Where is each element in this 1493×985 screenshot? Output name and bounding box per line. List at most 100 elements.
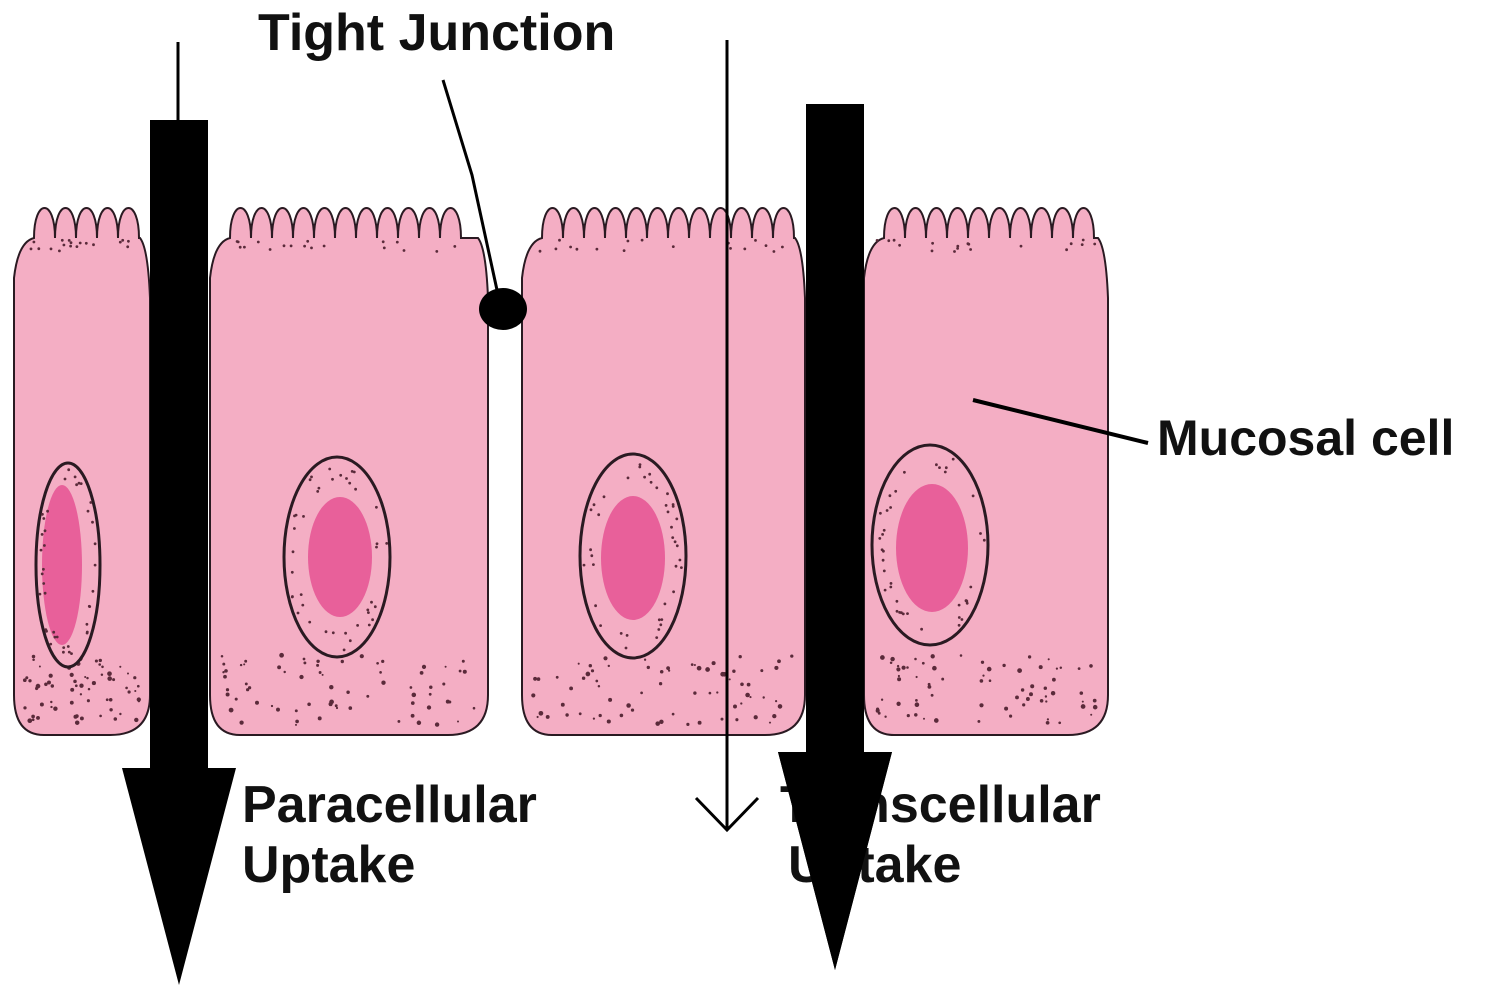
stipple-dot [125, 687, 128, 690]
stipple-dot [881, 533, 884, 536]
stipple-dot [109, 708, 112, 711]
stipple-dot [672, 245, 675, 248]
stipple-dot [958, 624, 961, 627]
stipple-dot [235, 698, 238, 701]
stipple-dot [339, 474, 342, 477]
tight-junction-label: Tight Junction [258, 4, 615, 62]
stipple-dot [586, 672, 591, 677]
stipple-dot [396, 241, 399, 244]
stipple-dot [878, 712, 881, 715]
stipple-dot [666, 492, 669, 495]
stipple-dot [302, 515, 305, 518]
stipple-dot [44, 592, 47, 595]
stipple-dot [307, 703, 311, 707]
stipple-dot [297, 612, 300, 615]
mucosal-cell-label: Mucosal cell [1157, 410, 1454, 466]
stipple-dot [133, 676, 136, 679]
stipple-dot [671, 536, 674, 539]
stipple-dot [86, 623, 89, 626]
stipple-dot [732, 669, 735, 672]
stipple-dot [293, 527, 296, 530]
stipple-dot [735, 718, 738, 721]
stipple-dot [686, 723, 689, 726]
stipple-dot [32, 718, 35, 721]
stipple-dot [119, 241, 122, 244]
stipple-dot [945, 466, 948, 469]
stipple-dot [680, 566, 683, 569]
stipple-dot [75, 720, 79, 724]
stipple-dot [894, 490, 897, 493]
stipple-dot [248, 686, 251, 689]
stipple-dot [1048, 658, 1050, 660]
stipple-dot [720, 672, 725, 677]
stipple-dot [1093, 699, 1097, 703]
stipple-dot [336, 707, 338, 709]
stipple-dot [381, 681, 385, 685]
stipple-dot [85, 242, 88, 245]
stipple-dot [1082, 239, 1085, 242]
stipple-dot [915, 699, 918, 702]
stipple-dot [596, 248, 599, 251]
stipple-dot [28, 679, 31, 682]
stipple-dot [576, 248, 579, 251]
stipple-dot [50, 706, 52, 708]
stipple-dot [533, 677, 537, 681]
stipple-dot [445, 666, 447, 668]
stipple-dot [411, 701, 415, 705]
stipple-dot [915, 702, 920, 707]
stipple-dot [882, 550, 885, 553]
stipple-dot [931, 242, 934, 245]
stipple-dot [607, 719, 611, 723]
stipple-dot [664, 603, 667, 606]
stipple-dot [88, 688, 91, 691]
stipple-dot [638, 466, 641, 469]
stipple-dot [70, 673, 74, 677]
stipple-dot [705, 667, 710, 672]
stipple-dot [23, 678, 27, 682]
stipple-dot [371, 618, 374, 621]
stipple-dot [127, 672, 129, 674]
stipple-dot [119, 713, 121, 715]
stipple-dot [69, 245, 72, 248]
stipple-dot [1002, 664, 1005, 667]
stipple-dot [608, 665, 610, 667]
stipple-dot [743, 248, 746, 251]
stipple-dot [980, 679, 984, 683]
stipple-dot [420, 671, 424, 675]
stipple-dot [134, 718, 138, 722]
stipple-dot [292, 550, 295, 553]
stipple-dot [429, 685, 432, 688]
stipple-dot [626, 703, 631, 708]
stipple-dot [907, 714, 910, 717]
stipple-dot [374, 605, 377, 608]
stipple-dot [1028, 655, 1031, 658]
stipple-dot [1078, 667, 1081, 670]
stipple-dot [923, 718, 925, 720]
stipple-dot [665, 504, 668, 507]
stipple-dot [1058, 721, 1061, 724]
stipple-dot [73, 715, 77, 719]
stipple-dot [608, 698, 612, 702]
stipple-dot [435, 250, 438, 253]
stipple-dot [987, 667, 992, 672]
stipple-dot [341, 660, 344, 663]
stipple-dot [733, 705, 737, 709]
stipple-dot [709, 692, 712, 695]
stipple-dot [62, 646, 65, 649]
stipple-dot [754, 239, 757, 242]
stipple-dot [1090, 714, 1092, 716]
stipple-dot [626, 634, 629, 637]
stipple-dot [981, 661, 984, 664]
stipple-dot [952, 458, 955, 461]
stipple-dot [1089, 664, 1093, 668]
stipple-dot [54, 636, 57, 639]
stipple-dot [887, 239, 890, 242]
stipple-dot [49, 643, 52, 646]
stipple-dot [712, 661, 716, 665]
stipple-dot [375, 546, 378, 549]
stipple-dot [70, 701, 74, 705]
stipple-dot [659, 720, 663, 724]
stipple-dot [50, 248, 53, 251]
stipple-dot [650, 481, 653, 484]
stipple-dot [660, 670, 664, 674]
